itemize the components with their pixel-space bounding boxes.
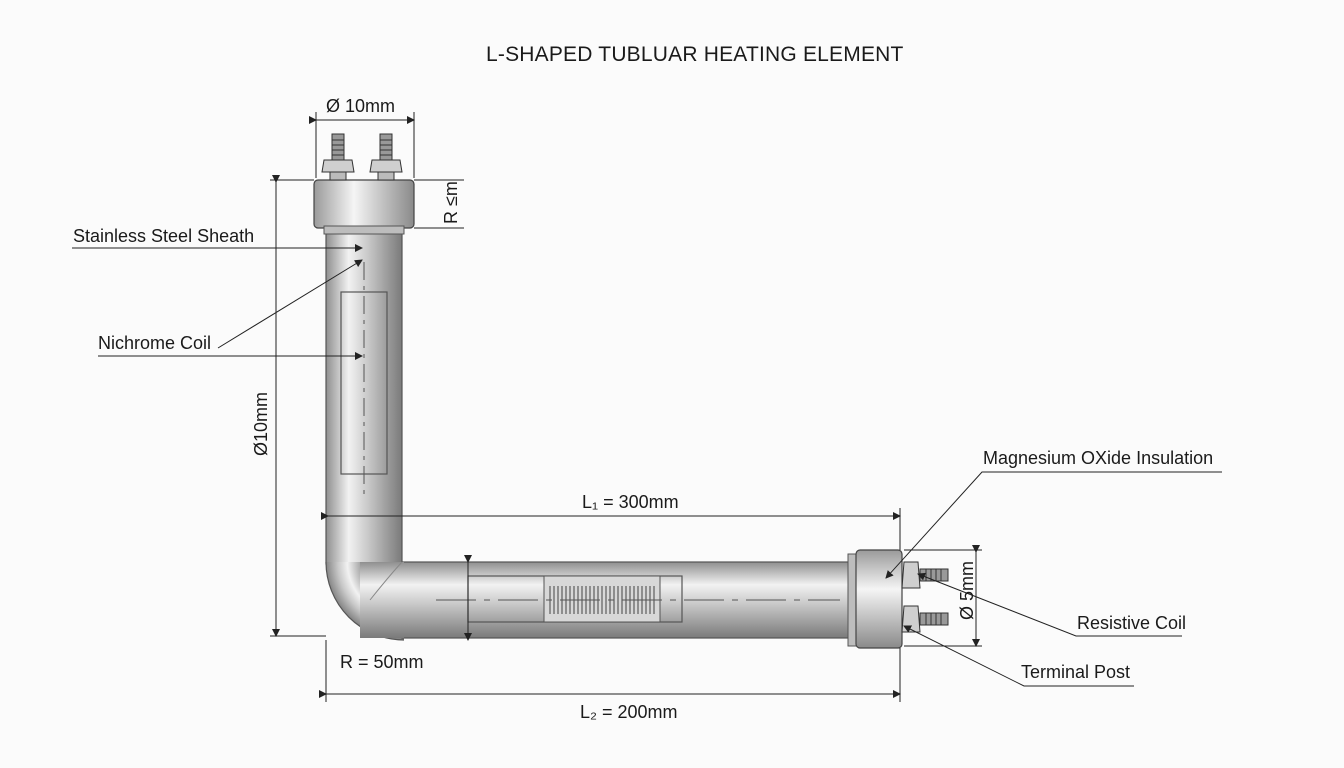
terminal-post-callout: Terminal Post — [1021, 662, 1131, 682]
top-radius-label: R ≤m — [441, 181, 461, 224]
nichrome-callout: Nichrome Coil — [98, 333, 212, 353]
vertical-diameter-label: Ø10mm — [251, 391, 271, 456]
right-terminal-top — [901, 561, 949, 589]
top-end-cap — [313, 179, 415, 229]
bend-radius-label: R = 50mm — [340, 652, 424, 672]
l2-dimension-label: L₂ = 200mm — [580, 702, 678, 722]
l1-dimension-label: L₁ = 300mm — [582, 492, 679, 512]
right-terminal-bottom — [901, 605, 949, 633]
diagram-title: L-SHAPED TUBLUAR HEATING ELEMENT — [486, 43, 904, 66]
top-diameter-label: Ø 10mm — [326, 96, 396, 116]
sheath-callout: Stainless Steel Sheath — [73, 226, 255, 246]
top-terminal-left — [321, 133, 355, 181]
top-terminal-right — [369, 133, 403, 181]
magnesium-callout: Magnesium OXide Insulation — [983, 448, 1214, 468]
right-end-cap-body — [855, 549, 903, 649]
right-diameter-label: Ø 5mm — [957, 560, 977, 620]
resistive-coil-callout: Resistive Coil — [1077, 613, 1187, 633]
